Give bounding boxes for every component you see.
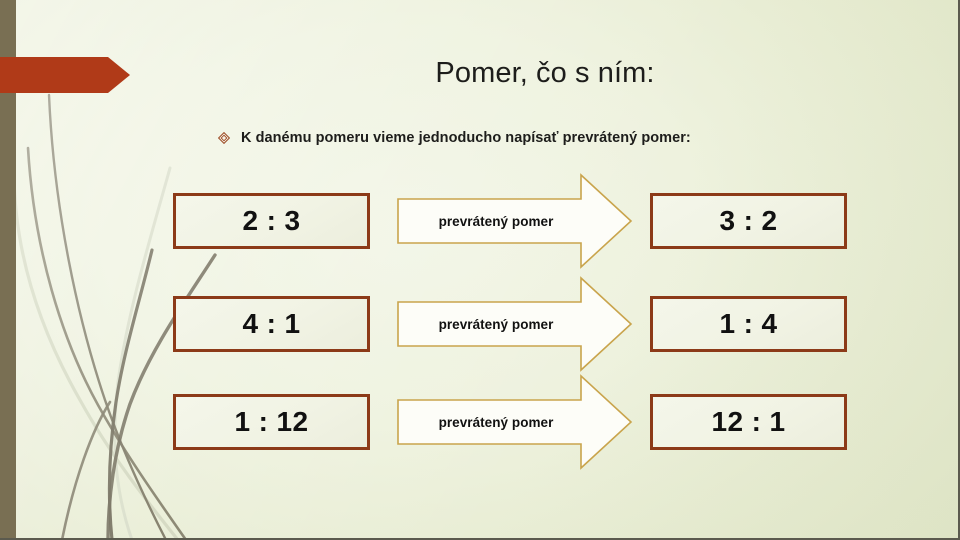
ratio-box-original: 2 : 3	[173, 193, 370, 249]
diamond-bullet-icon	[218, 132, 230, 144]
right-arrow-icon	[397, 374, 633, 470]
ratio-box-inverted: 3 : 2	[650, 193, 847, 249]
transform-arrow: prevrátený pomer	[395, 373, 635, 471]
transform-arrow: prevrátený pomer	[395, 172, 635, 270]
arrow-label: prevrátený pomer	[438, 414, 554, 430]
ratio-box-original: 1 : 12	[173, 394, 370, 450]
right-arrow-icon	[397, 173, 633, 269]
red-arrow-banner-icon	[0, 57, 130, 93]
right-arrow-icon	[397, 276, 633, 372]
ratio-box-inverted: 1 : 4	[650, 296, 847, 352]
bullet-text: K danému pomeru vieme jednoducho napísať…	[241, 130, 691, 146]
ratio-box-original: 4 : 1	[173, 296, 370, 352]
arrow-label: prevrátený pomer	[438, 316, 554, 332]
bullet-item: K danému pomeru vieme jednoducho napísať…	[218, 130, 691, 146]
page-title: Pomer, čo s ním:	[435, 57, 655, 89]
olive-side-bar	[0, 0, 16, 540]
arrow-label: prevrátený pomer	[438, 213, 554, 229]
transform-arrow: prevrátený pomer	[395, 275, 635, 373]
ratio-box-inverted: 12 : 1	[650, 394, 847, 450]
